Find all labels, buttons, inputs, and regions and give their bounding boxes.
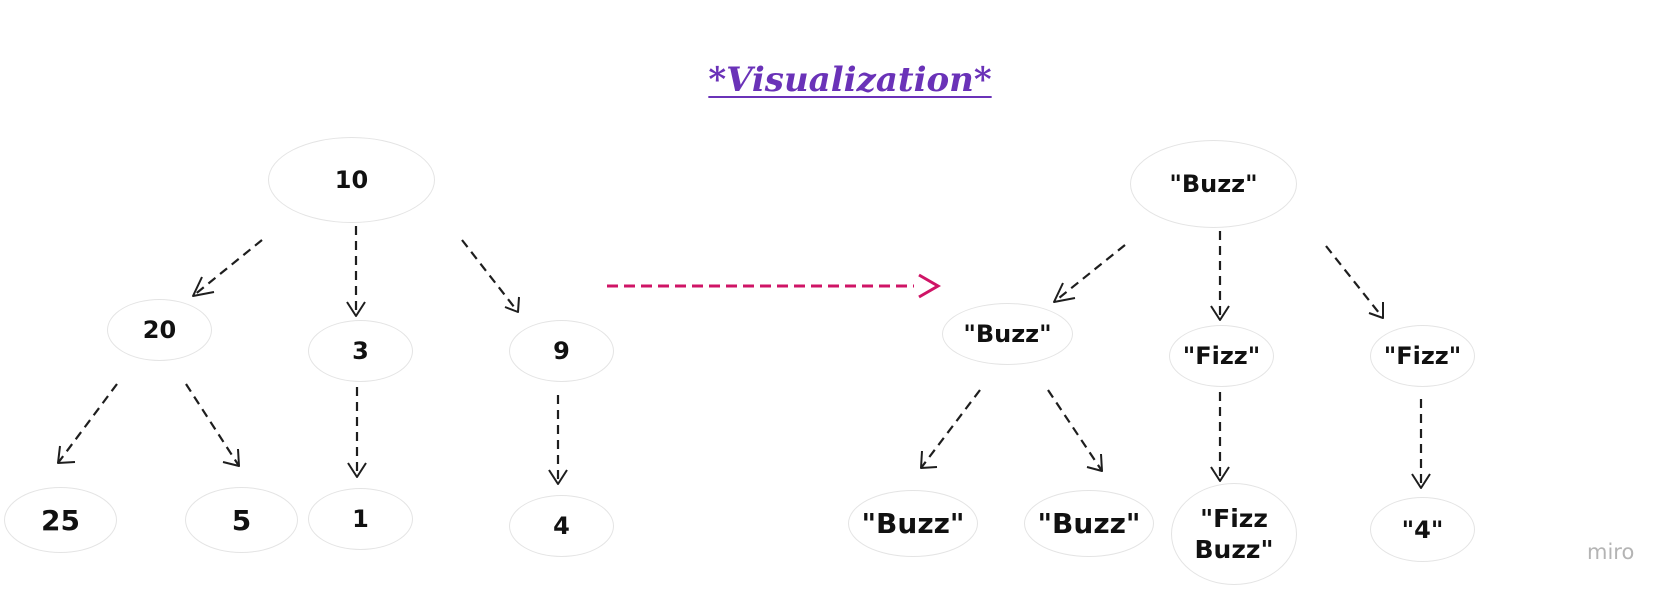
edge-buzz-to-buzz-left [920,389,981,469]
node-20: 20 [107,299,212,361]
node-buzz: "Buzz" [942,303,1073,365]
edge-3-to-1 [347,387,367,478]
node-fizz-buzz: "Fizz Buzz" [1171,483,1297,585]
node-10: 10 [268,137,435,223]
edge-fizz-1-to-fizz-buzz [1210,392,1230,482]
edge-buzz-root-to-buzz [1053,244,1126,303]
edge-buzz-to-buzz-right [1047,389,1103,472]
node-fizz-1: "Fizz" [1169,325,1274,387]
edge-20-to-25 [57,383,118,464]
node-1: 1 [308,488,413,550]
node-25: 25 [4,487,117,553]
node-3: 3 [308,320,413,382]
page-title: *Visualization* [708,60,992,100]
edge-buzz-root-to-fizz-2 [1325,245,1384,319]
node-buzz-root: "Buzz" [1130,140,1297,228]
node-buzz-right: "Buzz" [1024,490,1154,557]
node-4-string: "4" [1370,497,1475,562]
node-4: 4 [509,495,614,557]
edge-10-to-9 [461,239,520,313]
edge-9-to-4 [548,395,568,485]
node-9: 9 [509,320,614,382]
edge-20-to-5 [185,383,240,467]
edge-fizz-2-to-4 [1411,399,1431,489]
miro-watermark: miro [1587,540,1635,564]
transform-arrow [607,273,941,299]
node-fizz-2: "Fizz" [1370,325,1475,387]
edge-10-to-20 [192,239,263,297]
edge-buzz-root-to-fizz-1 [1210,231,1230,321]
edge-10-to-3 [346,226,366,317]
node-5: 5 [185,487,298,553]
node-buzz-left: "Buzz" [848,490,978,557]
